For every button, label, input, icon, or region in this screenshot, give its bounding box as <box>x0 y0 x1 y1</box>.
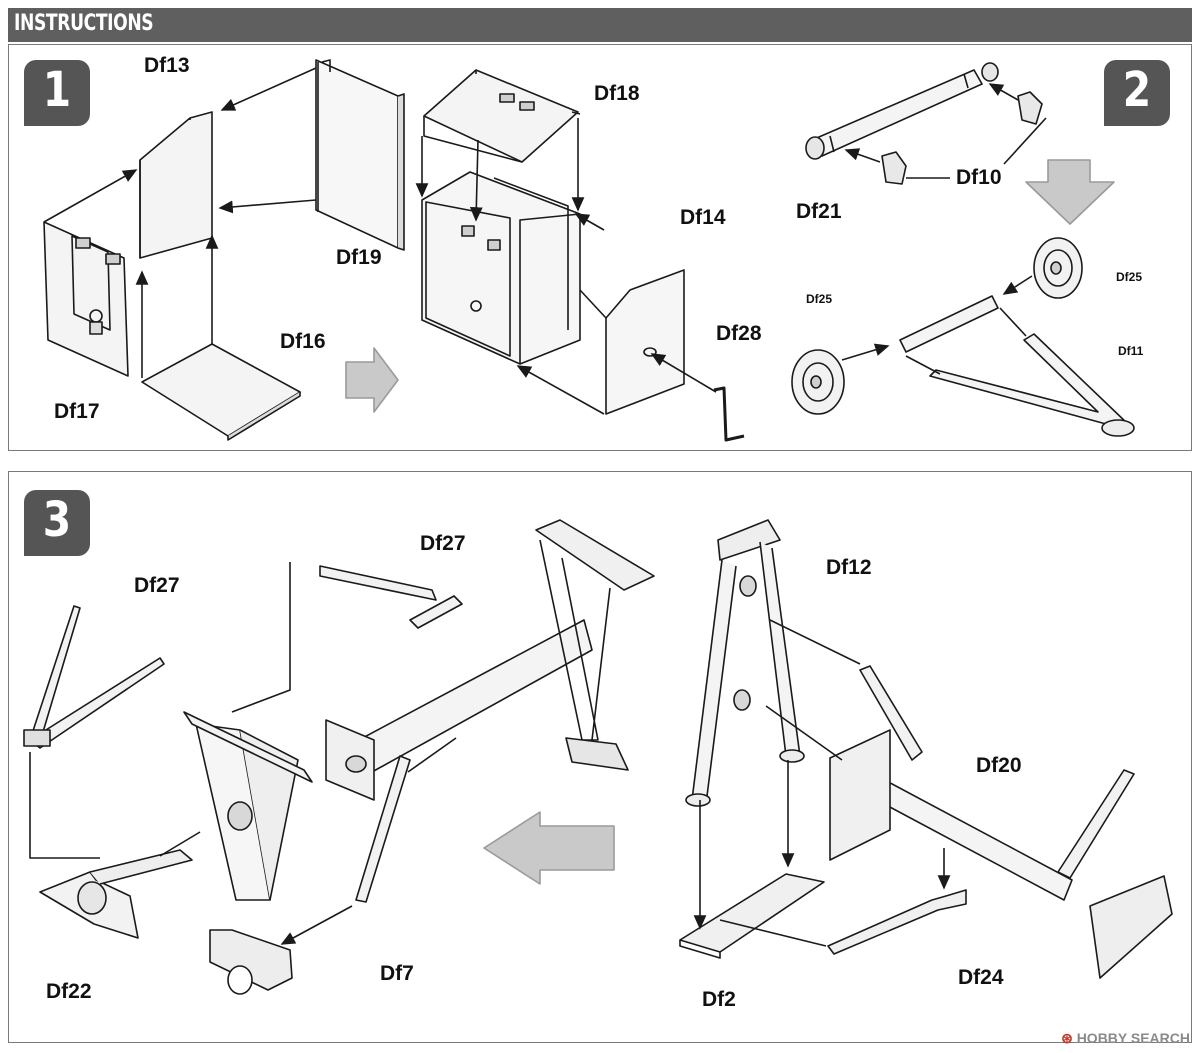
label-df25-left: Df25 <box>806 292 833 306</box>
part-df18-body <box>421 171 581 365</box>
step-badge-2: 2 <box>1104 60 1170 126</box>
step-arrow-down <box>1025 159 1115 225</box>
label-df7: Df7 <box>380 962 414 985</box>
part-df19 <box>315 59 399 249</box>
label-df12: Df12 <box>826 556 872 579</box>
part-df24 <box>827 889 967 955</box>
step-number: 2 <box>1122 62 1152 118</box>
label-df24: Df24 <box>958 966 1004 989</box>
label-df21: Df21 <box>796 200 842 223</box>
part-df14 <box>605 269 685 415</box>
part-tube <box>339 619 593 783</box>
part-df16 <box>141 343 301 437</box>
watermark-text: HOBBY SEARCH <box>1076 1030 1190 1046</box>
part-df25-right <box>1033 237 1083 299</box>
part-df11 <box>929 333 1129 425</box>
label-df14: Df14 <box>680 206 726 229</box>
label-df16: Df16 <box>280 330 326 353</box>
hobby-search-logo-icon: ⊛ <box>1061 1030 1073 1046</box>
part-df18 <box>423 69 579 163</box>
label-df18: Df18 <box>594 82 640 105</box>
label-df22: Df22 <box>46 980 92 1003</box>
label-df27-upper: Df27 <box>420 532 466 555</box>
label-df28: Df28 <box>716 322 762 345</box>
label-df11: Df11 <box>1118 344 1144 358</box>
label-df19: Df19 <box>336 246 382 269</box>
part-df10-b <box>881 151 907 185</box>
step-badge-1: 1 <box>24 60 90 126</box>
step-number: 1 <box>42 62 72 118</box>
label-df25-right: Df25 <box>1116 270 1143 284</box>
part-df28 <box>713 386 745 442</box>
step-badge-3: 3 <box>24 490 90 556</box>
header-title: INSTRUCTIONS <box>14 11 154 36</box>
instructions-header: INSTRUCTIONS <box>8 8 1192 42</box>
part-df12 <box>717 519 781 561</box>
part-df27-upper <box>319 565 437 601</box>
part-df21 <box>811 69 983 157</box>
label-df17: Df17 <box>54 400 100 423</box>
label-df2: Df2 <box>702 988 736 1011</box>
part-df13 <box>139 111 213 259</box>
part-df2 <box>679 873 825 953</box>
step-arrow-right <box>345 347 399 413</box>
part-frame-right <box>535 519 655 591</box>
label-df20: Df20 <box>976 754 1022 777</box>
label-df13: Df13 <box>144 54 190 77</box>
label-df10: Df10 <box>956 166 1002 189</box>
step-arrow-left <box>483 811 615 885</box>
part-df25-left <box>791 349 845 415</box>
step-number: 3 <box>42 492 72 548</box>
part-df10-a <box>1017 91 1043 125</box>
label-df27-left: Df27 <box>134 574 180 597</box>
watermark: ⊛ HOBBY SEARCH <box>1061 1030 1190 1047</box>
